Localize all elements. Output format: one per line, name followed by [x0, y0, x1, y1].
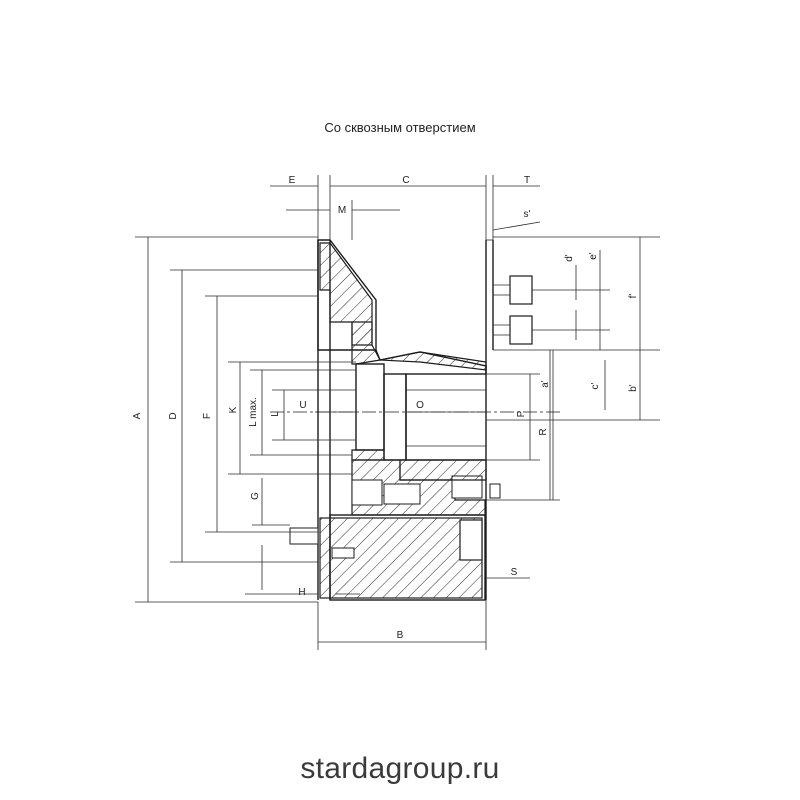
chuck-body: [289, 239, 533, 601]
rear-bolt: [331, 547, 355, 559]
dim-label-E: E: [289, 175, 296, 186]
screw-pocket-mid: [383, 483, 421, 505]
dim-label-M: M: [338, 205, 346, 216]
dim-label-P: P: [516, 410, 527, 417]
dim-label-D: D: [168, 412, 179, 419]
dim-label-B: B: [397, 630, 404, 641]
watermark: stardagroup.ru: [300, 752, 500, 785]
dim-label-T: T: [524, 175, 530, 186]
dim-label-O: O: [416, 400, 424, 411]
dim-label-K: K: [228, 406, 239, 413]
bottom-bolt-head: [509, 315, 533, 345]
rear-pocket: [459, 519, 483, 561]
dim-label-H: H: [298, 587, 305, 598]
upper-shoulder-hatch: [379, 351, 487, 371]
dim-label-f1: f': [628, 294, 639, 299]
dim-s1-line: [492, 221, 541, 231]
dimension-labels: A D F K L max. L U O P R G H B S E C T M…: [132, 175, 639, 641]
dim-label-G: G: [250, 492, 261, 500]
bore-ring-mid: [383, 373, 407, 461]
drawing-title: Со сквозным отверстием: [324, 120, 476, 135]
dim-label-U: U: [299, 400, 306, 411]
dim-label-d1: d': [564, 254, 575, 262]
dim-label-L: L: [270, 411, 281, 417]
dim-label-a1: a': [540, 380, 551, 388]
dim-label-s1: s': [524, 209, 531, 220]
dim-label-S: S: [511, 567, 518, 578]
dim-label-e1: e': [588, 252, 599, 260]
screw-pocket-left: [351, 479, 383, 506]
dimension-lines: [135, 175, 660, 650]
side-bolt: [489, 483, 501, 499]
bore-rear-hatch: [399, 459, 487, 481]
dim-label-A: A: [132, 412, 143, 419]
spindle-bore: [405, 373, 487, 461]
front-bolt: [289, 527, 319, 545]
dim-label-Lmax: L max.: [248, 397, 259, 427]
bore-ring-left: [355, 363, 385, 451]
dim-label-C: C: [402, 175, 409, 186]
dim-label-F: F: [202, 413, 213, 419]
bore-lower-hatch: [351, 449, 385, 461]
top-bolt-head: [509, 275, 533, 305]
dim-label-c1: c': [590, 382, 601, 389]
dim-label-b1: b': [628, 384, 639, 392]
dim-label-R: R: [538, 428, 549, 435]
